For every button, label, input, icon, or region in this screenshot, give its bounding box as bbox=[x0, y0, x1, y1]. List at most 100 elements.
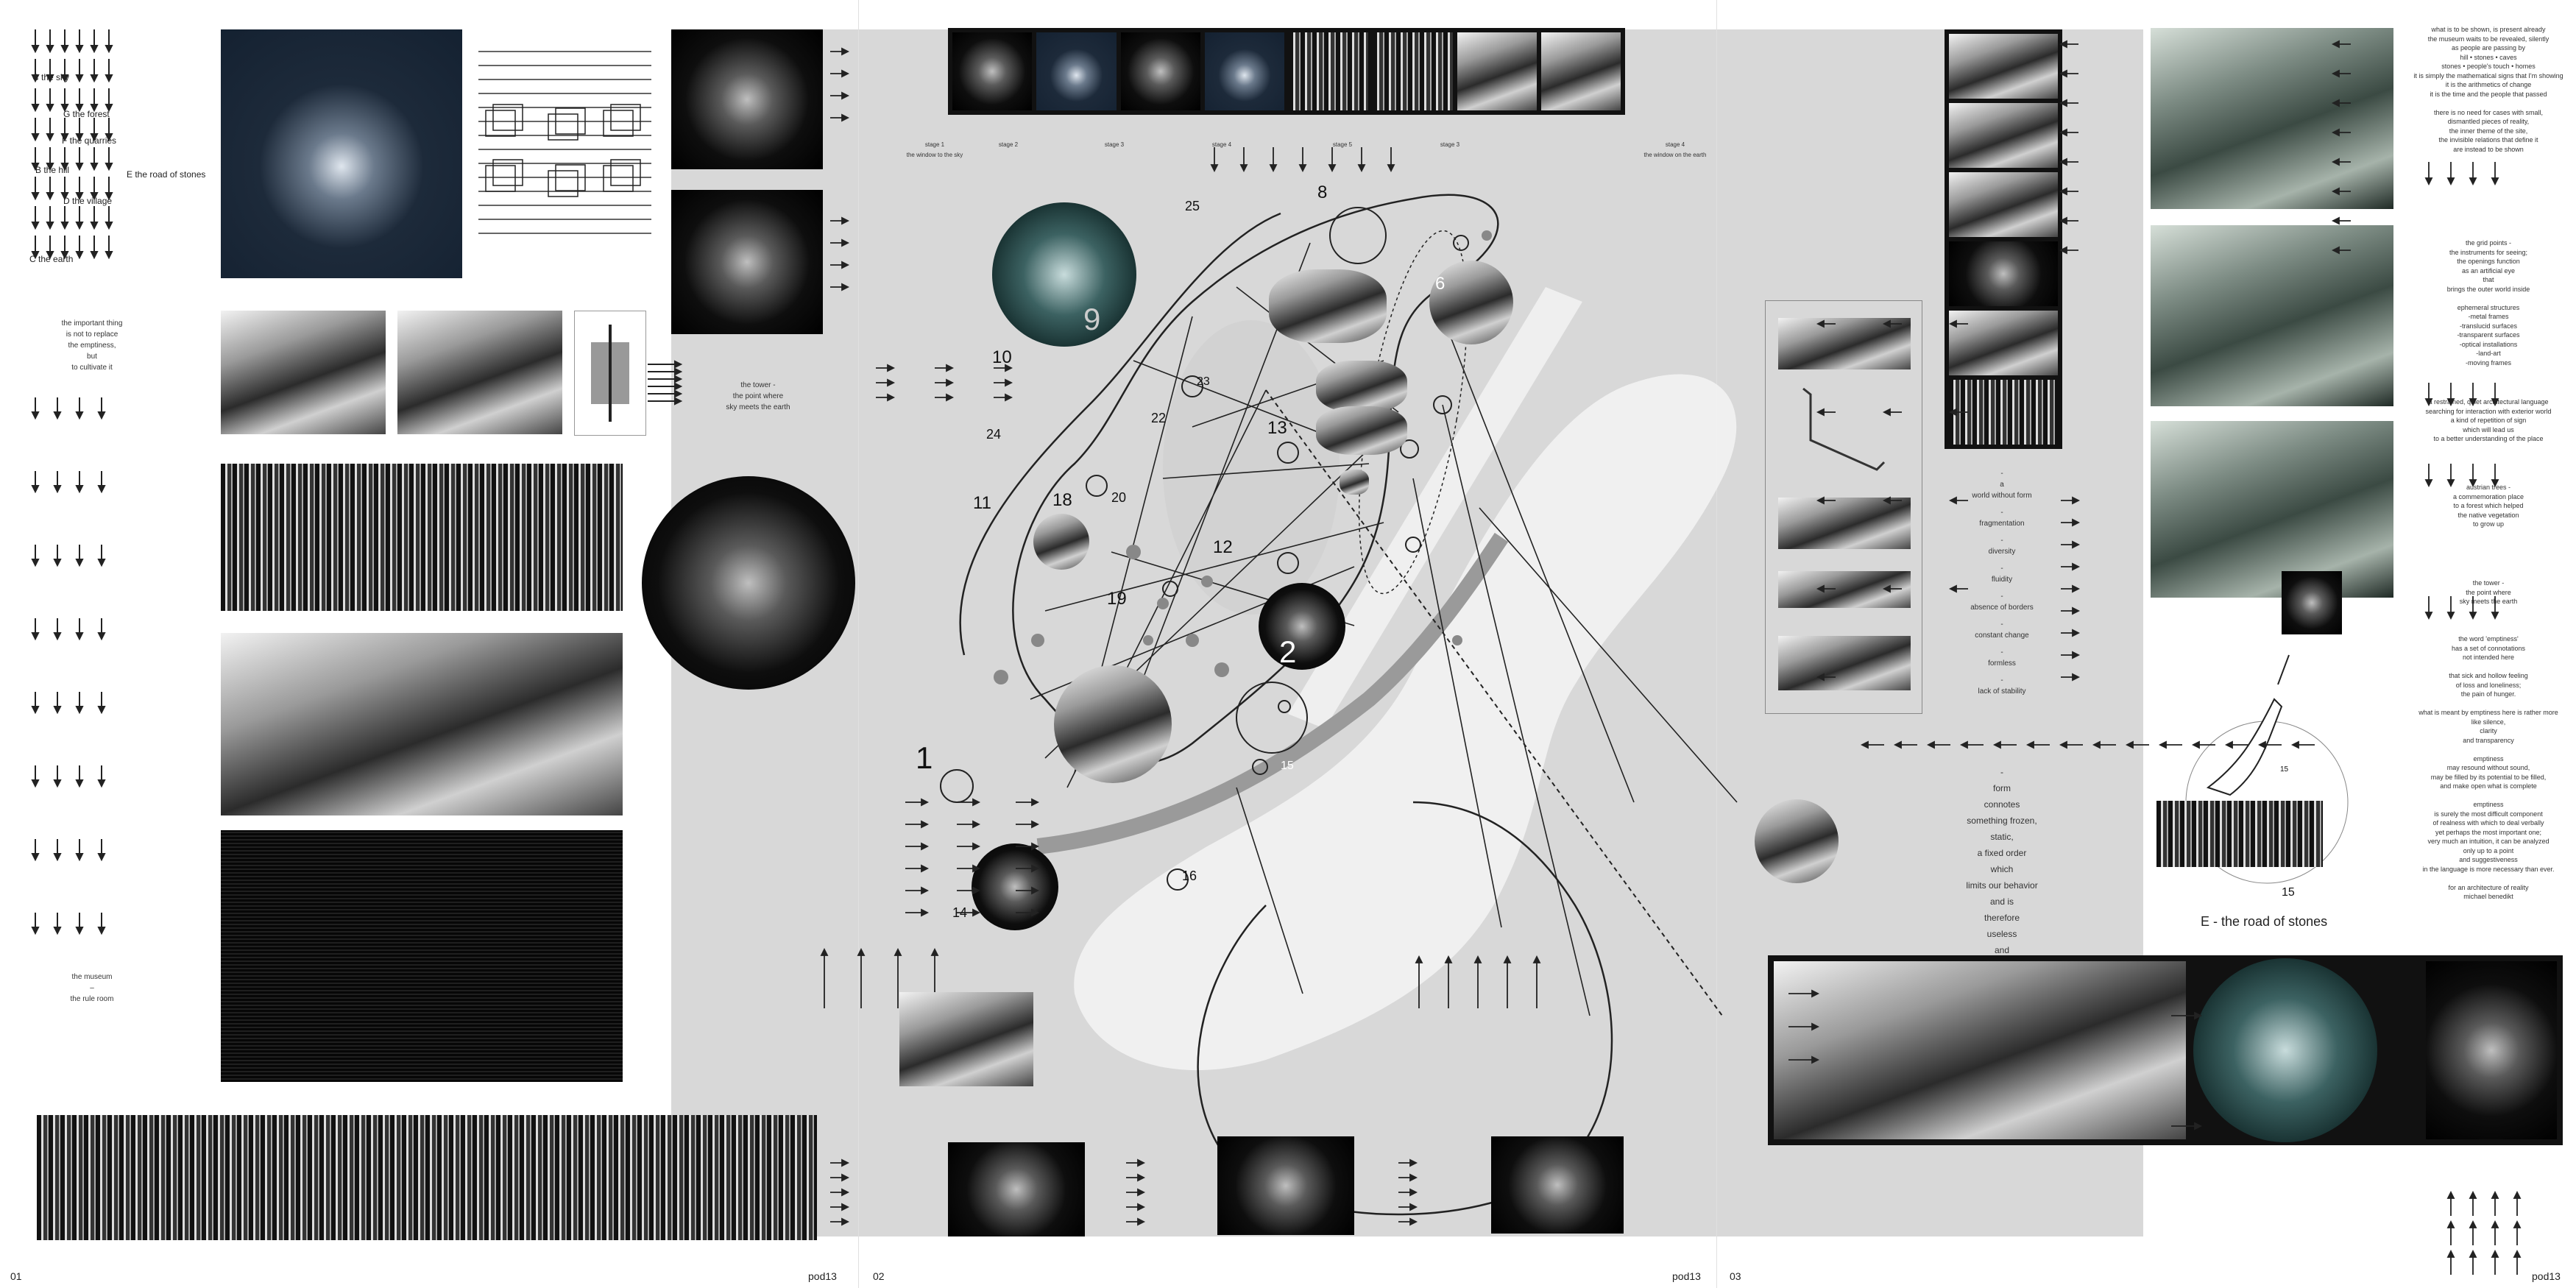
map-number-15: 15 bbox=[1281, 760, 1294, 772]
map-number-13: 13 bbox=[1267, 418, 1287, 438]
right-text-6: the word 'emptiness'has a set of connota… bbox=[2418, 635, 2558, 900]
sketch-number-15: 15 bbox=[2280, 765, 2289, 774]
window-sketch-2 bbox=[1778, 498, 1911, 549]
village-circle-photo bbox=[1755, 799, 1839, 883]
window-frame-icon bbox=[1802, 387, 1886, 471]
stage-label-1: stage 1 bbox=[924, 141, 945, 148]
stage-sub-left: the window to the sky bbox=[906, 152, 963, 158]
label-sky: C the sky bbox=[32, 72, 70, 82]
label-village: D the village bbox=[63, 196, 113, 206]
window-sketch-box bbox=[1765, 300, 1922, 714]
stone-frame-1 bbox=[948, 1142, 1085, 1236]
label-quarries: F the quarries bbox=[62, 135, 117, 146]
map-number-11: 11 bbox=[973, 493, 991, 513]
map-number-8: 8 bbox=[1317, 183, 1328, 202]
panel-divider-2 bbox=[1716, 0, 1717, 1288]
footer-page-2: 02 bbox=[873, 1270, 885, 1282]
footer-brand-2: pod13 bbox=[1672, 1270, 1701, 1282]
small-tower-photo bbox=[2282, 571, 2342, 634]
map-number-6: 6 bbox=[1435, 274, 1446, 294]
map-number-2: 2 bbox=[1279, 634, 1297, 669]
rule-room-interior-image bbox=[221, 830, 623, 1082]
stone-frame-3 bbox=[1491, 1136, 1624, 1234]
stage-label-7: stage 4 bbox=[1665, 141, 1685, 148]
tower-render-top bbox=[671, 29, 823, 169]
window-sketch-4 bbox=[1778, 636, 1911, 690]
quarry-photo-1 bbox=[221, 311, 386, 434]
forest-cube-photo-3 bbox=[2151, 421, 2393, 598]
map-photo-14 bbox=[972, 843, 1058, 930]
sketch-number-15-large: 15 bbox=[2282, 886, 2295, 899]
map-number-10: 10 bbox=[992, 347, 1012, 367]
panel2-arrows-icon bbox=[820, 47, 1541, 1226]
map-number-23: 23 bbox=[1197, 375, 1210, 388]
forest-silhouette-image bbox=[221, 464, 623, 611]
map-number-20: 20 bbox=[1111, 490, 1127, 505]
model-render-1 bbox=[1269, 269, 1387, 343]
stone-frame-2 bbox=[1217, 1136, 1354, 1235]
footer-brand-3: pod13 bbox=[2532, 1270, 2561, 1282]
map-number-1: 1 bbox=[916, 740, 933, 775]
map-photo-18 bbox=[1033, 514, 1089, 570]
forest-installation-image bbox=[221, 633, 623, 815]
label-earth: C the earth bbox=[29, 254, 74, 264]
map-photo-tree bbox=[1054, 665, 1172, 783]
site-plan-drawing bbox=[940, 194, 1738, 1216]
viewer-photo-strip bbox=[2426, 961, 2557, 1139]
museum-text: the museum–the rule room bbox=[70, 973, 114, 1003]
tower-render-bottom bbox=[671, 190, 823, 334]
stage-label-6: stage 3 bbox=[1440, 141, 1460, 148]
model-render-2 bbox=[1316, 361, 1407, 412]
stage-label-3: stage 3 bbox=[1104, 141, 1125, 148]
forest-fisheye-photo bbox=[2193, 958, 2377, 1142]
map-number-25: 25 bbox=[1185, 199, 1200, 213]
forest-path-photo bbox=[1774, 961, 2186, 1139]
footer-brand-1: pod13 bbox=[808, 1270, 837, 1282]
model-render-3 bbox=[1316, 406, 1407, 455]
footer-page-1: 01 bbox=[10, 1270, 22, 1282]
vertical-filmstrip bbox=[1945, 29, 2062, 449]
footer-page-3: 03 bbox=[1730, 1270, 1741, 1282]
map-photo-2 bbox=[1259, 583, 1345, 670]
panel-divider-1 bbox=[858, 0, 859, 1288]
right-arrows-icon bbox=[648, 360, 683, 406]
right-text-2: the grid points -the instruments for see… bbox=[2446, 239, 2530, 367]
map-number-16: 16 bbox=[1182, 868, 1197, 883]
map-number-9: 9 bbox=[1083, 302, 1101, 336]
label-road-of-stones: E the road of stones bbox=[127, 169, 206, 180]
map-number-24: 24 bbox=[986, 427, 1002, 442]
concept-model-image bbox=[221, 29, 462, 278]
forest-cube-photo-1 bbox=[2151, 28, 2393, 209]
wireframe-cubes-icon bbox=[485, 104, 641, 197]
label-hill: B the hill bbox=[35, 165, 70, 175]
map-photo-9 bbox=[992, 202, 1136, 347]
map-photo-6 bbox=[1429, 261, 1513, 344]
map-number-12: 12 bbox=[1213, 537, 1233, 557]
quarry-photo-2 bbox=[397, 311, 562, 434]
parallel-lines-icon bbox=[478, 51, 651, 234]
stage-label-5: stage 5 bbox=[1332, 141, 1353, 148]
stage-label-2: stage 2 bbox=[998, 141, 1019, 148]
section-sketch bbox=[574, 311, 646, 436]
road-texture-image bbox=[2156, 801, 2323, 867]
tower-circle-image bbox=[642, 476, 855, 690]
map-number-18: 18 bbox=[1052, 490, 1072, 510]
right-text-3: a restrained, quiet architectural langua… bbox=[2425, 398, 2552, 442]
stage-sub-right: the window on the earth bbox=[1643, 152, 1707, 158]
forest-cube-photo-2 bbox=[2151, 225, 2393, 406]
arrow-column-icon bbox=[31, 29, 113, 935]
map-number-19: 19 bbox=[1107, 589, 1127, 609]
stage-label-4: stage 4 bbox=[1211, 141, 1232, 148]
cave-photo bbox=[899, 992, 1033, 1086]
stage-filmstrip bbox=[948, 28, 1625, 115]
map-number-22: 22 bbox=[1151, 411, 1167, 425]
bottom-panorama-image bbox=[37, 1115, 817, 1240]
panel3-arrows-icon bbox=[1788, 40, 2522, 1275]
model-render-4 bbox=[1340, 470, 1369, 495]
